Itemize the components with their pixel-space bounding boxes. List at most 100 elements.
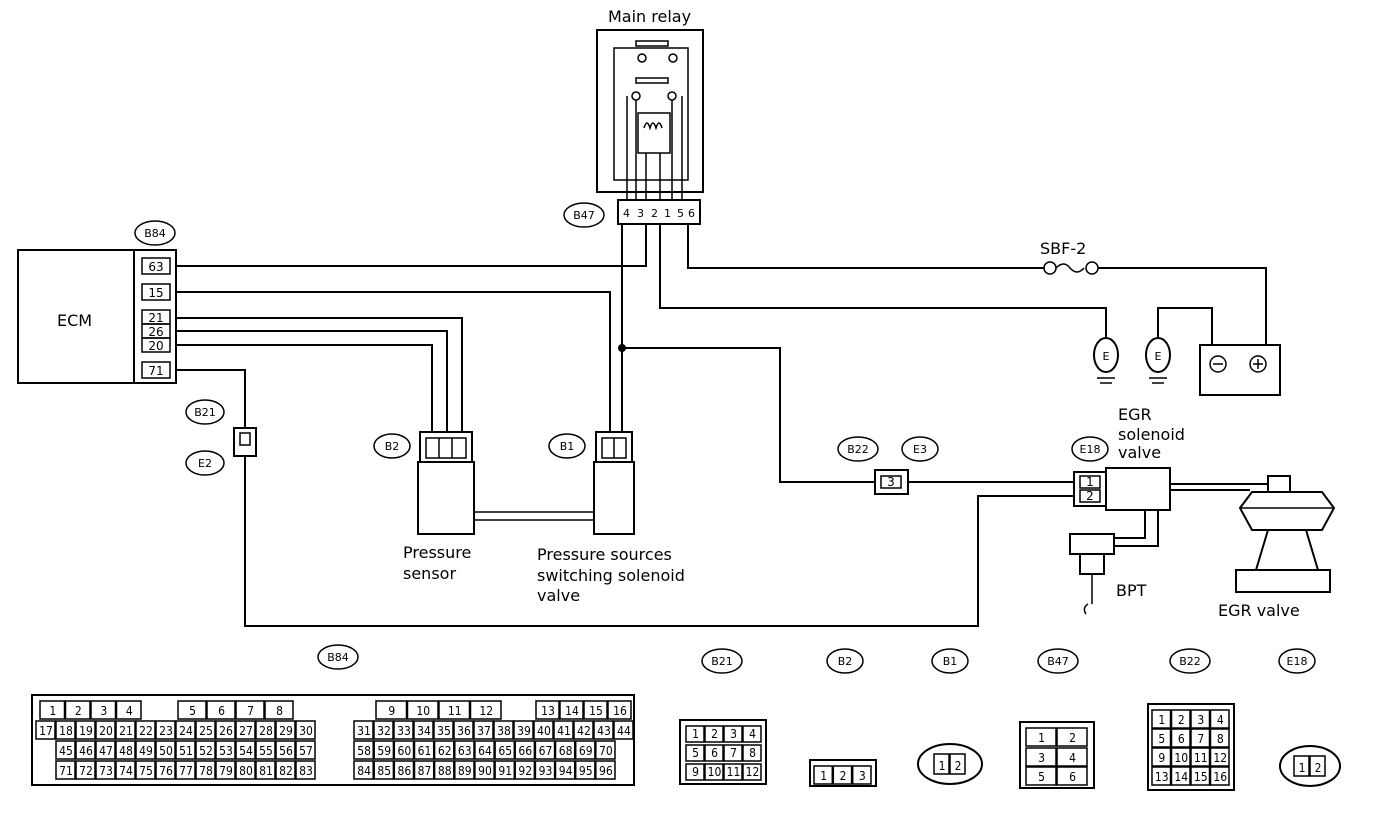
b84-cell-67 [534,740,556,760]
b84-pin-65: 65 [498,744,512,758]
b84-cell-13 [535,700,560,720]
b22-cell-8 [1209,728,1230,748]
b22-pin-13: 13 [1155,770,1169,784]
b84-pin-69: 69 [579,744,593,758]
b84-cell-54 [235,740,256,760]
b84-cell-65 [494,740,516,760]
svg-text:3: 3 [637,207,644,220]
b84-pin-26: 26 [219,724,233,738]
b84-pin-11: 11 [448,704,462,718]
ecm-pin-63: 63 [148,260,163,274]
wiring [176,224,1268,627]
b84-pin-94: 94 [559,764,573,778]
b84-cell-16 [607,700,632,720]
b47-pin-5: 5 [1038,770,1045,784]
b84-cell-63 [454,740,475,760]
b84-pin-20: 20 [99,724,113,738]
tag-b22-bottom: B22 [1179,655,1201,668]
ecm-pin-21: 21 [148,311,163,325]
b84-pin-92: 92 [518,764,532,778]
b84-pin-46: 46 [79,744,93,758]
b84-pin-54: 54 [239,744,253,758]
b47-cell-6 [1056,766,1088,786]
b84-cell-61 [413,740,435,760]
b84-cell-78 [195,760,216,780]
b84-pin-83: 83 [299,764,313,778]
b84-cell-93 [534,760,556,780]
svg-text:B84: B84 [144,227,166,240]
b84-pin-2: 2 [75,704,82,718]
b84-pin-67: 67 [539,744,553,758]
b84-cell-40 [533,720,554,740]
tag-b84-bottom: B84 [327,651,349,664]
b84-pin-29: 29 [279,724,293,738]
b21-cell-10 [704,763,724,781]
b84-cell-11 [438,700,471,720]
bpt: BPT [1069,533,1147,615]
b84-pin-90: 90 [478,764,492,778]
connector-tags-bottom: B84 B21 B2 B1 B47 B22 E18 [317,644,1316,674]
b47-pin-3: 3 [1038,751,1045,765]
b84-cell-3 [90,700,117,720]
connector-b22-e3: 3 [874,469,909,495]
b22-pin-11: 11 [1194,751,1208,765]
b84-cell-96 [595,760,616,780]
e18-cell-2 [1309,755,1326,777]
b84-pin-39: 39 [517,724,531,738]
b84-pin-32: 32 [377,724,391,738]
b84-pin-22: 22 [139,724,153,738]
b84-cell-76 [155,760,176,780]
svg-text:E: E [1155,350,1162,363]
svg-text:B21: B21 [194,406,216,419]
b84-cell-31 [353,720,374,740]
b22-pin-10: 10 [1174,751,1188,765]
b84-pin-71: 71 [59,764,73,778]
b84-cell-73 [95,760,116,780]
b22-pin-9: 9 [1158,751,1165,765]
b84-pin-66: 66 [518,744,532,758]
b84-cell-62 [433,740,455,760]
b84-cell-46 [75,740,96,760]
b84-cell-92 [514,760,536,780]
b84-cell-18 [55,720,76,740]
b84-cell-4 [115,700,142,720]
b84-cell-7 [235,700,265,720]
b84-pin-53: 53 [219,744,233,758]
b47-cell-1 [1025,727,1057,747]
pressure-sources-solenoid: B1 Pressure sources switching solenoid v… [537,431,685,605]
b84-cell-53 [215,740,236,760]
b84-pin-96: 96 [599,764,613,778]
b47-cell-2 [1056,727,1088,747]
b84-cell-82 [275,760,296,780]
b84-cell-33 [393,720,414,740]
b21-pin-9: 9 [692,765,699,779]
connector-tag-e3: E3 [901,436,939,462]
b22-cell-10 [1170,747,1191,767]
b84-cell-20 [95,720,116,740]
connector-b2-face [809,759,877,787]
b84-pin-38: 38 [497,724,511,738]
b84-pin-25: 25 [199,724,213,738]
svg-text:E2: E2 [198,457,212,470]
b84-pin-10: 10 [416,704,430,718]
ecm: ECM 63 15 21 26 20 71 [17,249,177,384]
b84-cell-19 [75,720,96,740]
b21-cell-5 [685,744,705,762]
b22-cell-14 [1170,766,1191,786]
ecm-pin-15: 15 [148,286,163,300]
b84-cell-85 [373,760,395,780]
svg-text:B1: B1 [560,440,575,453]
b84-cell-88 [433,760,455,780]
b22-cell-13 [1151,766,1172,786]
b21-pin-11: 11 [727,765,741,779]
b84-cell-51 [175,740,196,760]
b2-cell-2 [832,765,853,785]
b84-pin-17: 17 [39,724,53,738]
b21-cell-12 [742,763,762,781]
b84-cell-12 [469,700,502,720]
b84-pin-37: 37 [477,724,491,738]
b2-pin-2: 2 [840,769,847,783]
b84-pin-58: 58 [357,744,371,758]
b84-pin-88: 88 [438,764,452,778]
b2-cell-3 [851,765,872,785]
